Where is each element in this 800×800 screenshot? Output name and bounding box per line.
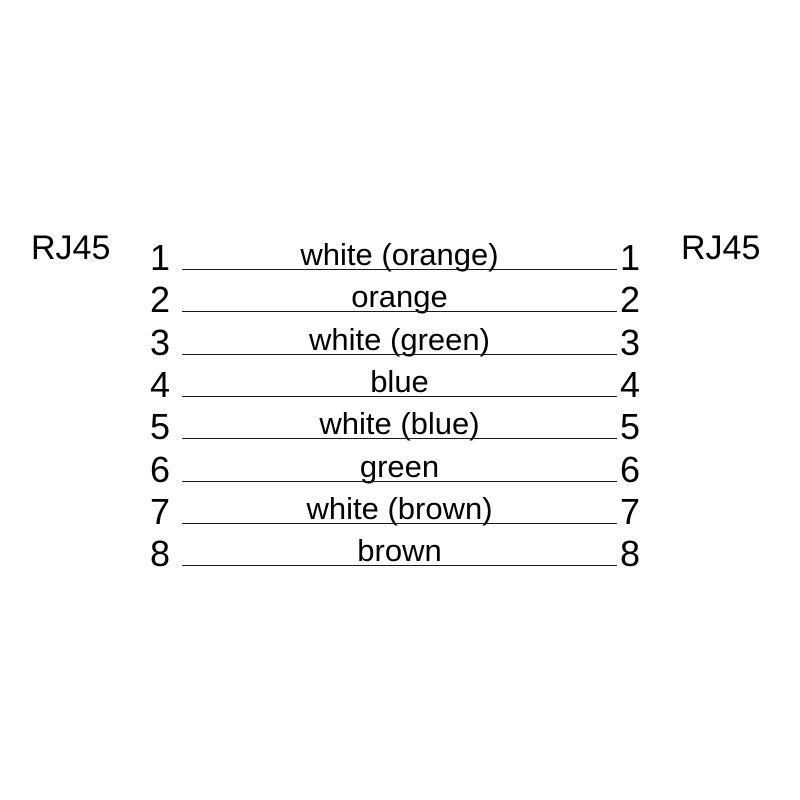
wire-line — [182, 480, 617, 482]
pin-number-left: 2 — [150, 279, 171, 321]
wire-line — [182, 395, 617, 397]
wire-line — [182, 438, 617, 440]
pin-number-right: 3 — [620, 321, 641, 363]
wire-line — [182, 565, 617, 567]
pin-number-right: 2 — [620, 279, 641, 321]
wire-line — [182, 311, 617, 313]
pin-number-left: 8 — [150, 533, 171, 575]
wire-label: green — [359, 448, 440, 484]
wire-line — [182, 269, 617, 270]
pin-number-right: 1 — [620, 237, 641, 278]
pin-number-left: 1 — [150, 237, 171, 278]
pin-number-right: 7 — [620, 490, 641, 532]
wire-label: white (brown) — [306, 490, 493, 526]
wire-label: blue — [370, 363, 429, 399]
pin-number-right: 8 — [620, 533, 641, 575]
pin-number-left: 6 — [150, 448, 171, 490]
wire-label: white (orange) — [300, 237, 499, 272]
wire-label: brown — [357, 533, 442, 569]
wire-label: white (blue) — [319, 406, 480, 442]
pin-number-left: 7 — [150, 490, 171, 532]
pin-number-left: 4 — [150, 363, 171, 405]
connector-label-left: RJ45 — [31, 229, 111, 267]
pin-number-left: 5 — [150, 406, 171, 448]
wire-line — [182, 353, 617, 355]
pin-number-right: 6 — [620, 448, 641, 490]
pin-number-left: 3 — [150, 321, 171, 363]
wire-label: white (green) — [309, 321, 490, 357]
connector-label-right: RJ45 — [681, 229, 761, 267]
pin-number-right: 5 — [620, 406, 641, 448]
wire-label: orange — [351, 279, 448, 315]
pin-number-right: 4 — [620, 363, 641, 405]
wire-line — [182, 522, 617, 524]
